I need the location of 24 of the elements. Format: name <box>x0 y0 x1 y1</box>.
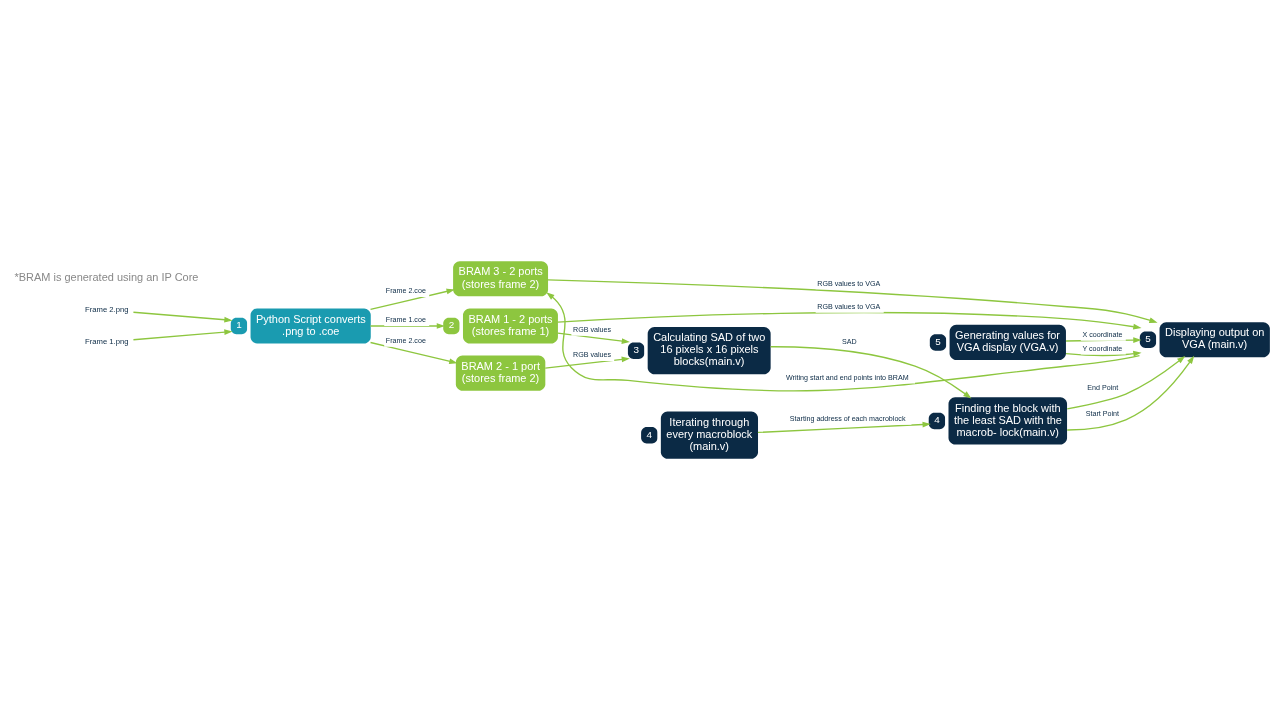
arrow <box>369 323 445 329</box>
node-label: 2 <box>448 319 455 331</box>
node-box: BRAM 2 - 1 port (stores frame 2) <box>455 355 546 391</box>
node-box: BRAM 3 - 2 ports (stores frame 2) <box>453 261 549 297</box>
arrow <box>557 311 1142 330</box>
arrow <box>1066 355 1195 431</box>
arrow <box>757 421 931 434</box>
arrow <box>132 311 233 323</box>
arrow <box>132 329 233 341</box>
arrow <box>544 356 630 369</box>
arrow <box>557 332 630 344</box>
node-label: 5 <box>1145 333 1151 345</box>
arrow <box>546 292 1141 392</box>
arrow <box>770 346 972 399</box>
node-label: 4 <box>646 428 653 440</box>
arrow <box>369 288 455 311</box>
node-label: 1 <box>236 319 242 331</box>
node-label: 4 <box>934 414 940 426</box>
node-label: 5 <box>935 335 941 347</box>
arrow <box>369 341 458 365</box>
label: *BRAM is generated using an IP Core <box>14 270 199 283</box>
node-label: 3 <box>633 344 639 356</box>
arrow <box>1066 356 1186 410</box>
arrow <box>1065 350 1142 357</box>
